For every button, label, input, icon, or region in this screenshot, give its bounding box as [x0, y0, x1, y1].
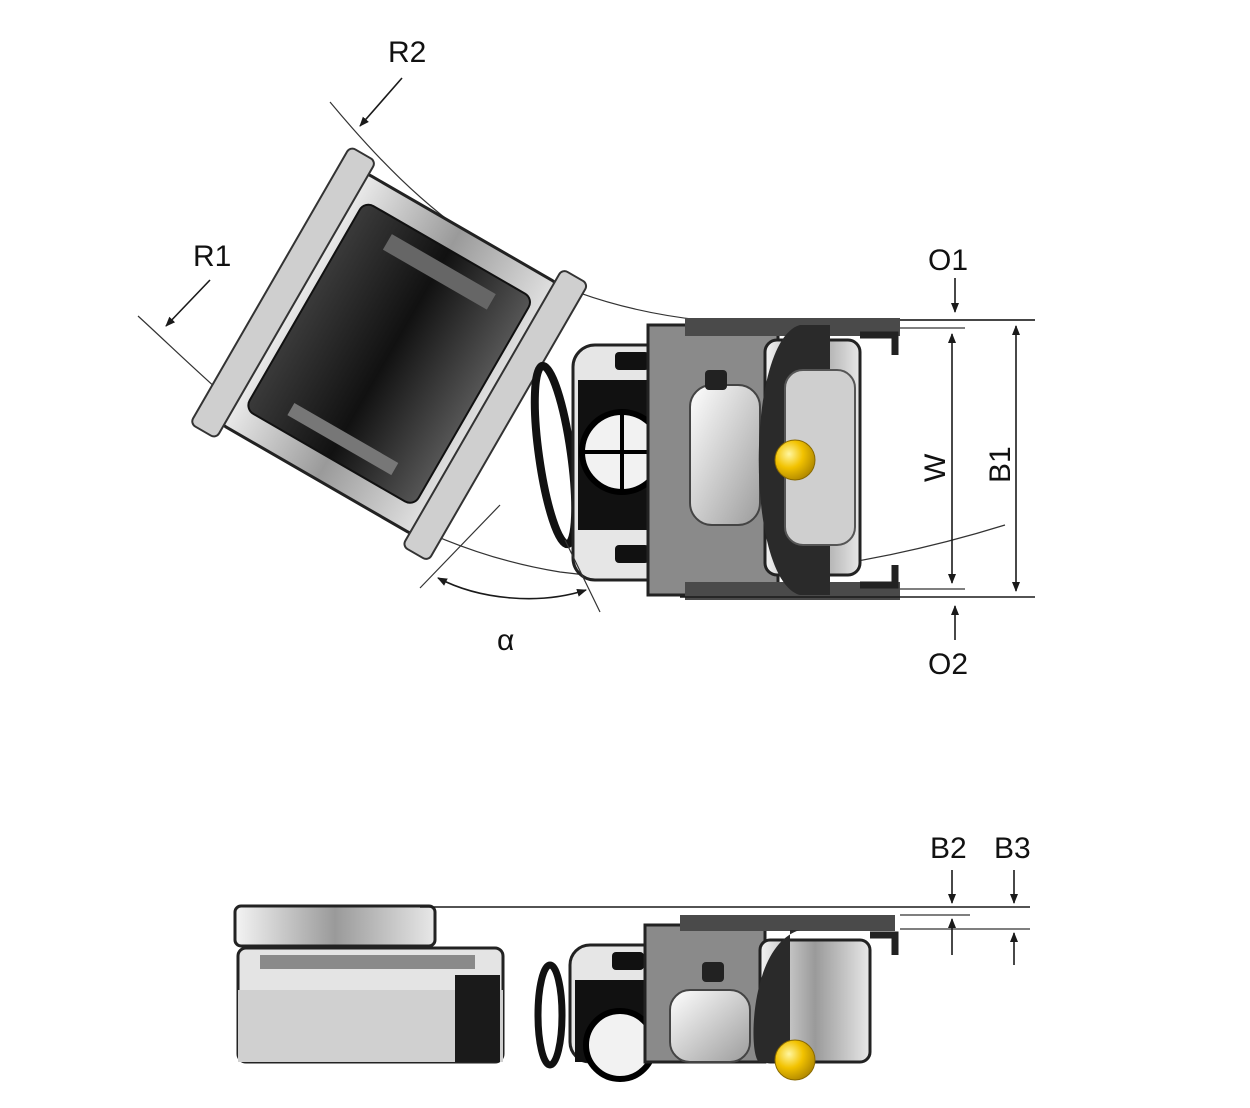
angle-arc	[437, 577, 587, 600]
angle-line-front	[564, 539, 601, 613]
front-frame	[646, 318, 900, 600]
label-b3: B3	[994, 832, 1031, 865]
side-warning-beacon	[774, 1039, 816, 1081]
top-view: R2 R1 O1 O2 α W B1	[137, 36, 1035, 681]
angle-line-rear	[419, 504, 501, 589]
rear-drum-unit	[191, 147, 588, 560]
label-w: W	[919, 453, 952, 482]
label-b1: B1	[984, 446, 1017, 483]
warning-beacon	[774, 439, 816, 481]
r1-arrow	[165, 279, 211, 327]
label-r1: R1	[193, 240, 231, 273]
label-r2: R2	[388, 36, 426, 69]
label-alpha: α	[497, 624, 514, 657]
label-o2: O2	[928, 648, 968, 681]
side-view: B2 B3	[233, 832, 1031, 1082]
r2-arrow	[359, 77, 403, 127]
side-rear-drum	[233, 904, 437, 948]
side-articulation-joint	[534, 961, 566, 1069]
label-b2: B2	[930, 832, 967, 865]
label-o1: O1	[928, 244, 968, 277]
